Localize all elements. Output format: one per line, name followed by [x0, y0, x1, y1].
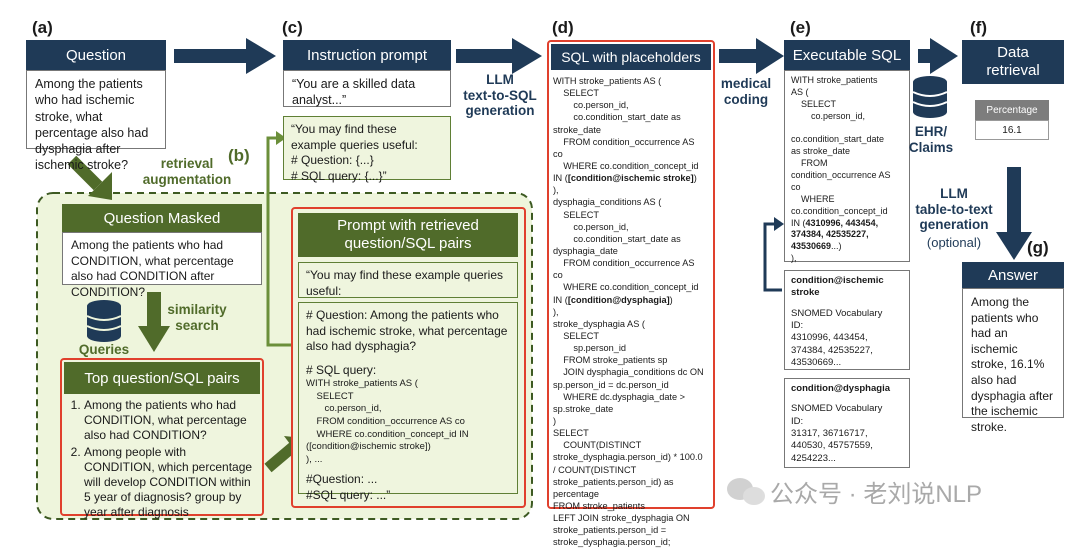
cond-ischemic-title: condition@ischemic stroke [791, 275, 884, 299]
connector-prompt-to-examples [266, 136, 291, 347]
result-table-header: Percentage [975, 100, 1049, 120]
wechat-icon [727, 478, 765, 505]
arrow-question-to-masked [88, 172, 112, 200]
exec-concept-ids: 4310996, 443454, 374384, 42535227, 43530… [791, 217, 879, 252]
sql-code-part-1: WITH stroke_patients AS ( SELECT co.pers… [553, 76, 699, 184]
sql-placeholders-frame [547, 40, 715, 509]
medical-coding-label: medical coding [720, 76, 772, 107]
prompt-question-1: # Question: Among the patients who had i… [306, 308, 508, 354]
cond-dysphagia-box: condition@dysphagia SNOMED Vocabulary ID… [784, 378, 910, 468]
top-pair-item: Among people with CONDITION, which perce… [84, 445, 260, 520]
placeholder-dysphagia: [condition@dysphagia] [567, 294, 670, 305]
queries-label: Queries [78, 342, 130, 357]
masked-text: Among the patients who had CONDITION, wh… [62, 232, 262, 299]
llm-table-to-text-label: LLM table-to-text generation [915, 186, 993, 233]
panel-label-a: (a) [32, 18, 53, 37]
answer-text: Among the patients who had an ischemic s… [962, 288, 1064, 434]
cond-dysphagia-body: SNOMED Vocabulary ID: 31317, 36716717, 4… [791, 403, 883, 464]
top-pairs-list: Among the patients who had CONDITION, wh… [64, 398, 260, 522]
panel-label-b: (b) [228, 146, 250, 165]
placeholder-ischemic-stroke: [condition@ischemic stroke] [567, 173, 694, 184]
connector-condition-to-executable [763, 222, 782, 292]
arrow-instruction-to-sql [456, 38, 542, 74]
question-header: Question [26, 40, 166, 70]
prompt-sql-label: # SQL query: [306, 362, 377, 377]
queries-database-icon [86, 300, 122, 342]
instruction-header: Instruction prompt [283, 40, 451, 70]
cond-ischemic-box: condition@ischemic stroke SNOMED Vocabul… [784, 270, 910, 370]
masked-header: Question Masked [62, 204, 262, 232]
sql-code-part-2: ) ), dysphagia_conditions AS ( SELECT co… [553, 173, 699, 305]
prompt-sql-code: WITH stroke_patients AS ( SELECT co.pers… [306, 378, 469, 465]
ehr-database-icon [912, 76, 948, 118]
arrow-question-to-instruction [174, 38, 276, 74]
arrow-sql-to-executable [719, 38, 784, 74]
optional-label: (optional) [926, 235, 982, 250]
arrow-retrieval-to-answer [996, 167, 1032, 260]
prompt-retrieved-header: Prompt with retrieved question/SQL pairs [298, 213, 518, 257]
llm-text-to-sql-label: LLM text-to-SQL generation [463, 72, 537, 119]
top-pairs-header: Top question/SQL pairs [64, 362, 260, 394]
prompt-sql-more: #SQL query: ...” [306, 487, 391, 502]
cond-ischemic-body: SNOMED Vocabulary ID: 4310996, 443454, 3… [791, 307, 883, 369]
result-table-value: 16.1 [975, 120, 1049, 140]
answer-header: Answer [962, 262, 1064, 288]
exec-code-part-1: WITH stroke_patients AS ( SELECT co.pers… [791, 75, 891, 228]
retrieval-augmentation-label: retrieval augmentation [142, 156, 232, 187]
sql-code-part-3: ) ), stroke_dysphagia AS ( SELECT sp.per… [553, 294, 704, 548]
watermark: 公众号 · 老刘说NLP [770, 481, 983, 508]
instruction-text: “You are a skilled data analyst...” [283, 70, 451, 107]
panel-label-d: (d) [552, 18, 574, 37]
sql-placeholders-header: SQL with placeholders [551, 44, 711, 70]
prompt-retrieved-body: # Question: Among the patients who had i… [298, 302, 518, 502]
cond-dysphagia-title: condition@dysphagia [791, 383, 890, 394]
executable-header: Executable SQL [784, 40, 910, 70]
panel-label-e: (e) [790, 18, 811, 37]
instruction-examples: “You may find these example queries usef… [283, 116, 451, 183]
prompt-question-more: #Question: ... [306, 472, 378, 487]
prompt-retrieved-intro: “You may find these example queries usef… [298, 262, 518, 298]
executable-code: WITH stroke_patients AS ( SELECT co.pers… [784, 70, 910, 275]
data-retrieval-header: Data retrieval [962, 40, 1064, 84]
arrow-executable-to-retrieval [918, 38, 958, 74]
sql-placeholders-code: WITH stroke_patients AS ( SELECT co.pers… [553, 75, 711, 548]
panel-label-c: (c) [282, 18, 303, 37]
question-text: Among the patients who had ischemic stro… [26, 70, 166, 172]
panel-label-g: (g) [1027, 238, 1049, 257]
ehr-claims-label: EHR/ Claims [908, 124, 954, 155]
similarity-search-label: similarity search [167, 302, 227, 333]
top-pair-item: Among the patients who had CONDITION, wh… [84, 398, 260, 443]
panel-label-f: (f) [970, 18, 987, 37]
arrow-similarity-search [138, 326, 170, 352]
